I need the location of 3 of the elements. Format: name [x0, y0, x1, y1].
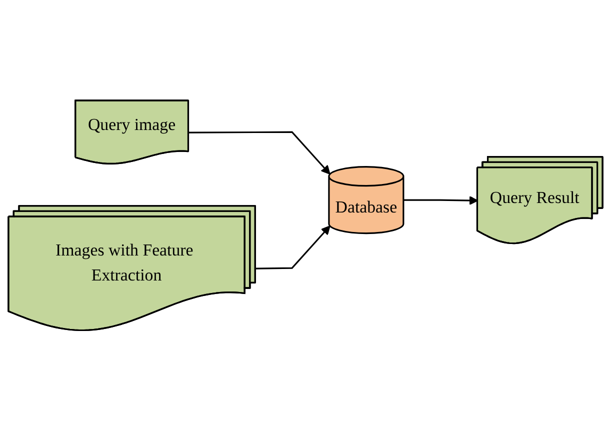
- arrow: [403, 196, 478, 205]
- arrow: [188, 130, 330, 174]
- arrow: [256, 225, 330, 270]
